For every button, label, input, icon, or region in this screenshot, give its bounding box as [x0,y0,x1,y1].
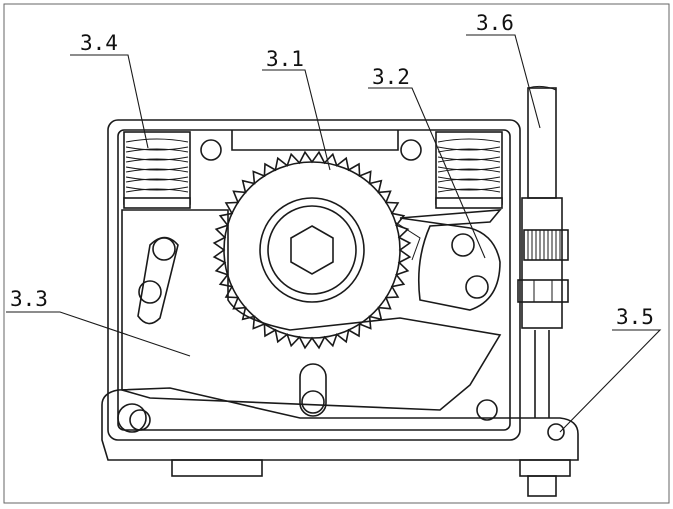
label-gear: 3.1 [266,47,304,71]
lever-slot-bottom [299,363,327,417]
bottom-bracket [101,387,579,497]
spring-right [435,131,503,209]
leader-lines [6,34,662,433]
label-spring: 3.4 [80,31,118,55]
lever-slot-left [137,236,179,325]
label-lever: 3.3 [10,287,48,311]
pawl [394,209,502,311]
control-rod [517,85,569,418]
spring-left [123,131,191,209]
outer-frame [3,3,670,504]
label-rod: 3.6 [476,11,514,35]
hex-shaft [290,225,334,275]
label-bracket: 3.5 [616,305,654,329]
lever-plate [121,209,502,411]
ratchet-gear [212,150,412,350]
label-pawl: 3.2 [372,65,410,89]
